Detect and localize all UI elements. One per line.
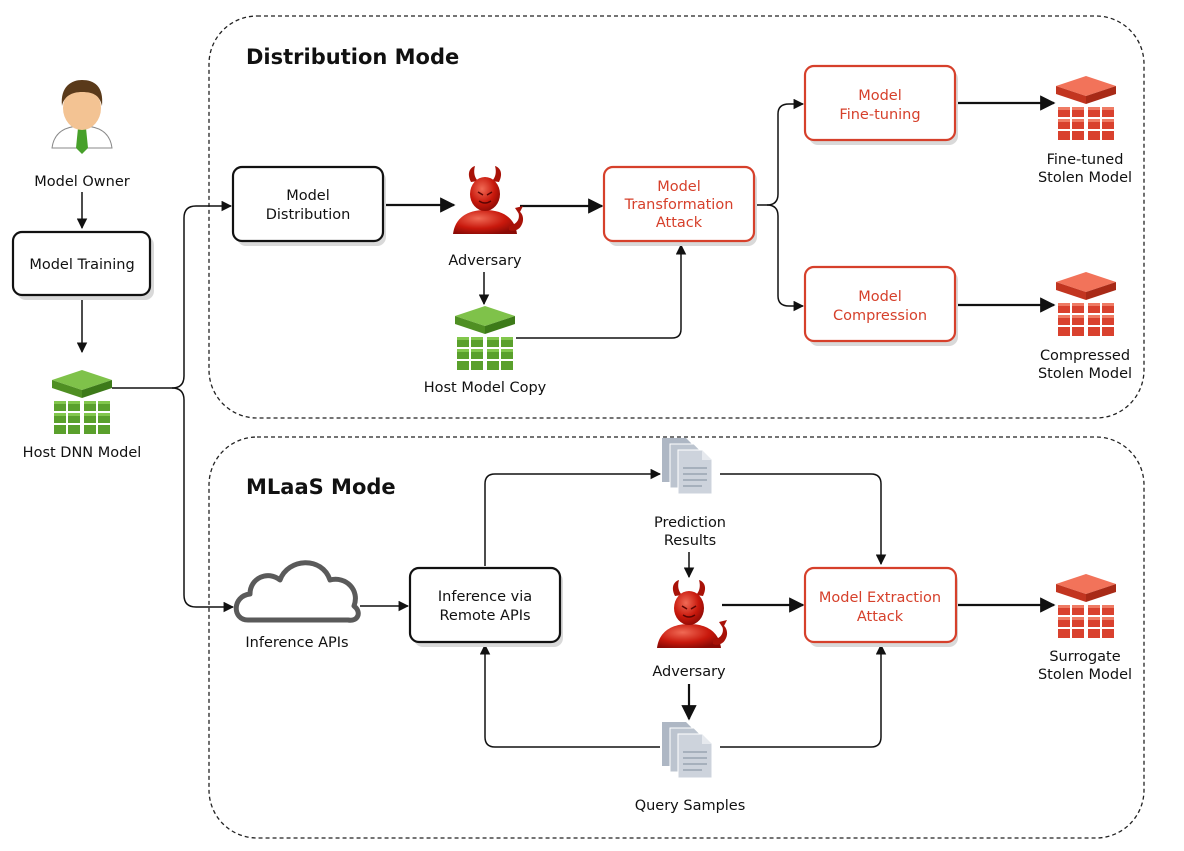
inference-apis-node: Inference APIs xyxy=(233,560,361,651)
query-samples-node: Query Samples xyxy=(635,721,746,814)
prediction-results-label-line2: Results xyxy=(664,533,716,549)
model-distribution-label-line2: Distribution xyxy=(266,207,351,223)
model-extraction-attack-node: Model Extraction Attack xyxy=(803,566,958,647)
cloud-icon xyxy=(233,560,361,623)
model-transformation-attack-node: Model Transformation Attack xyxy=(602,165,757,246)
mlaas-mode-region xyxy=(208,436,1145,839)
red-model-stack-icon xyxy=(1056,76,1116,140)
green-model-stack-icon xyxy=(52,370,112,434)
surrogate-stolen-model-node: Surrogate Stolen Model xyxy=(1038,574,1132,683)
host-dnn-model-node: Host DNN Model xyxy=(23,370,142,461)
edge-copy-to-transformation xyxy=(516,243,687,339)
fine-tuning-label-line2: Fine-tuning xyxy=(839,107,920,123)
query-samples-label: Query Samples xyxy=(635,798,746,814)
host-model-copy-node: Host Model Copy xyxy=(424,306,547,396)
user-icon xyxy=(51,80,113,154)
extraction-attack-label-line2: Attack xyxy=(857,609,904,625)
document-stack-icon xyxy=(661,721,713,779)
compression-label-line1: Model xyxy=(858,289,902,305)
adversary-top-node: Adversary xyxy=(448,165,524,269)
distribution-mode-title: Distribution Mode xyxy=(246,45,459,69)
extraction-attack-label-line1: Model Extraction xyxy=(819,590,941,606)
red-model-stack-icon xyxy=(1056,574,1116,638)
compressed-stolen-model-node: Compressed Stolen Model xyxy=(1038,272,1132,382)
edge-queries-to-inference xyxy=(479,643,660,748)
fine-tuned-stolen-label-line2: Stolen Model xyxy=(1038,170,1132,186)
model-compression-node: Model Compression xyxy=(803,265,958,346)
edges xyxy=(76,95,1056,748)
fine-tuned-stolen-label-line1: Fine-tuned xyxy=(1047,152,1124,168)
inference-apis-label: Inference APIs xyxy=(245,635,348,651)
surrogate-stolen-label-line1: Surrogate xyxy=(1049,649,1120,665)
model-distribution-label-line1: Model xyxy=(286,188,330,204)
green-model-stack-icon xyxy=(455,306,515,370)
document-stack-icon xyxy=(661,437,713,495)
transformation-attack-label-line3: Attack xyxy=(656,215,703,231)
inference-remote-label-line2: Remote APIs xyxy=(439,608,530,624)
prediction-results-label-line1: Prediction xyxy=(654,515,726,531)
fine-tuned-stolen-model-node: Fine-tuned Stolen Model xyxy=(1038,76,1132,186)
prediction-results-node: Prediction Results xyxy=(654,437,726,549)
model-training-label: Model Training xyxy=(29,257,134,273)
transformation-attack-label-line2: Transformation xyxy=(624,197,734,213)
fine-tuning-label-line1: Model xyxy=(858,88,902,104)
model-owner-label: Model Owner xyxy=(34,174,130,190)
mlaas-mode-title: MLaaS Mode xyxy=(246,475,396,499)
compression-label-line2: Compression xyxy=(833,308,927,324)
edge-inference-to-prediction xyxy=(484,468,662,566)
edge-transformation-to-finetune xyxy=(757,98,805,206)
model-training-node: Model Training xyxy=(11,230,154,300)
adversary-bottom-label: Adversary xyxy=(652,664,726,680)
edge-prediction-to-extraction xyxy=(720,473,887,566)
distribution-mode-region xyxy=(208,15,1145,419)
model-fine-tuning-node: Model Fine-tuning xyxy=(803,64,958,145)
compressed-stolen-label-line1: Compressed xyxy=(1040,348,1130,364)
model-owner-node: Model Owner xyxy=(34,80,130,190)
surrogate-stolen-label-line2: Stolen Model xyxy=(1038,667,1132,683)
adversary-bottom-node: Adversary xyxy=(652,579,728,680)
edge-host-to-cloud xyxy=(171,387,235,613)
edge-queries-to-extraction xyxy=(720,643,887,748)
transformation-attack-label-line1: Model xyxy=(657,179,701,195)
inference-remote-label-line1: Inference via xyxy=(438,589,532,605)
adversary-top-label: Adversary xyxy=(448,253,522,269)
host-model-copy-label: Host Model Copy xyxy=(424,380,547,396)
edge-host-to-distribution xyxy=(112,200,233,389)
devil-icon xyxy=(656,579,728,649)
devil-icon xyxy=(452,165,524,235)
host-dnn-model-label: Host DNN Model xyxy=(23,445,142,461)
model-distribution-node: Model Distribution xyxy=(231,165,386,246)
edge-transformation-to-compression xyxy=(766,204,805,312)
compressed-stolen-label-line2: Stolen Model xyxy=(1038,366,1132,382)
red-model-stack-icon xyxy=(1056,272,1116,336)
inference-via-remote-apis-node: Inference via Remote APIs xyxy=(408,566,563,647)
